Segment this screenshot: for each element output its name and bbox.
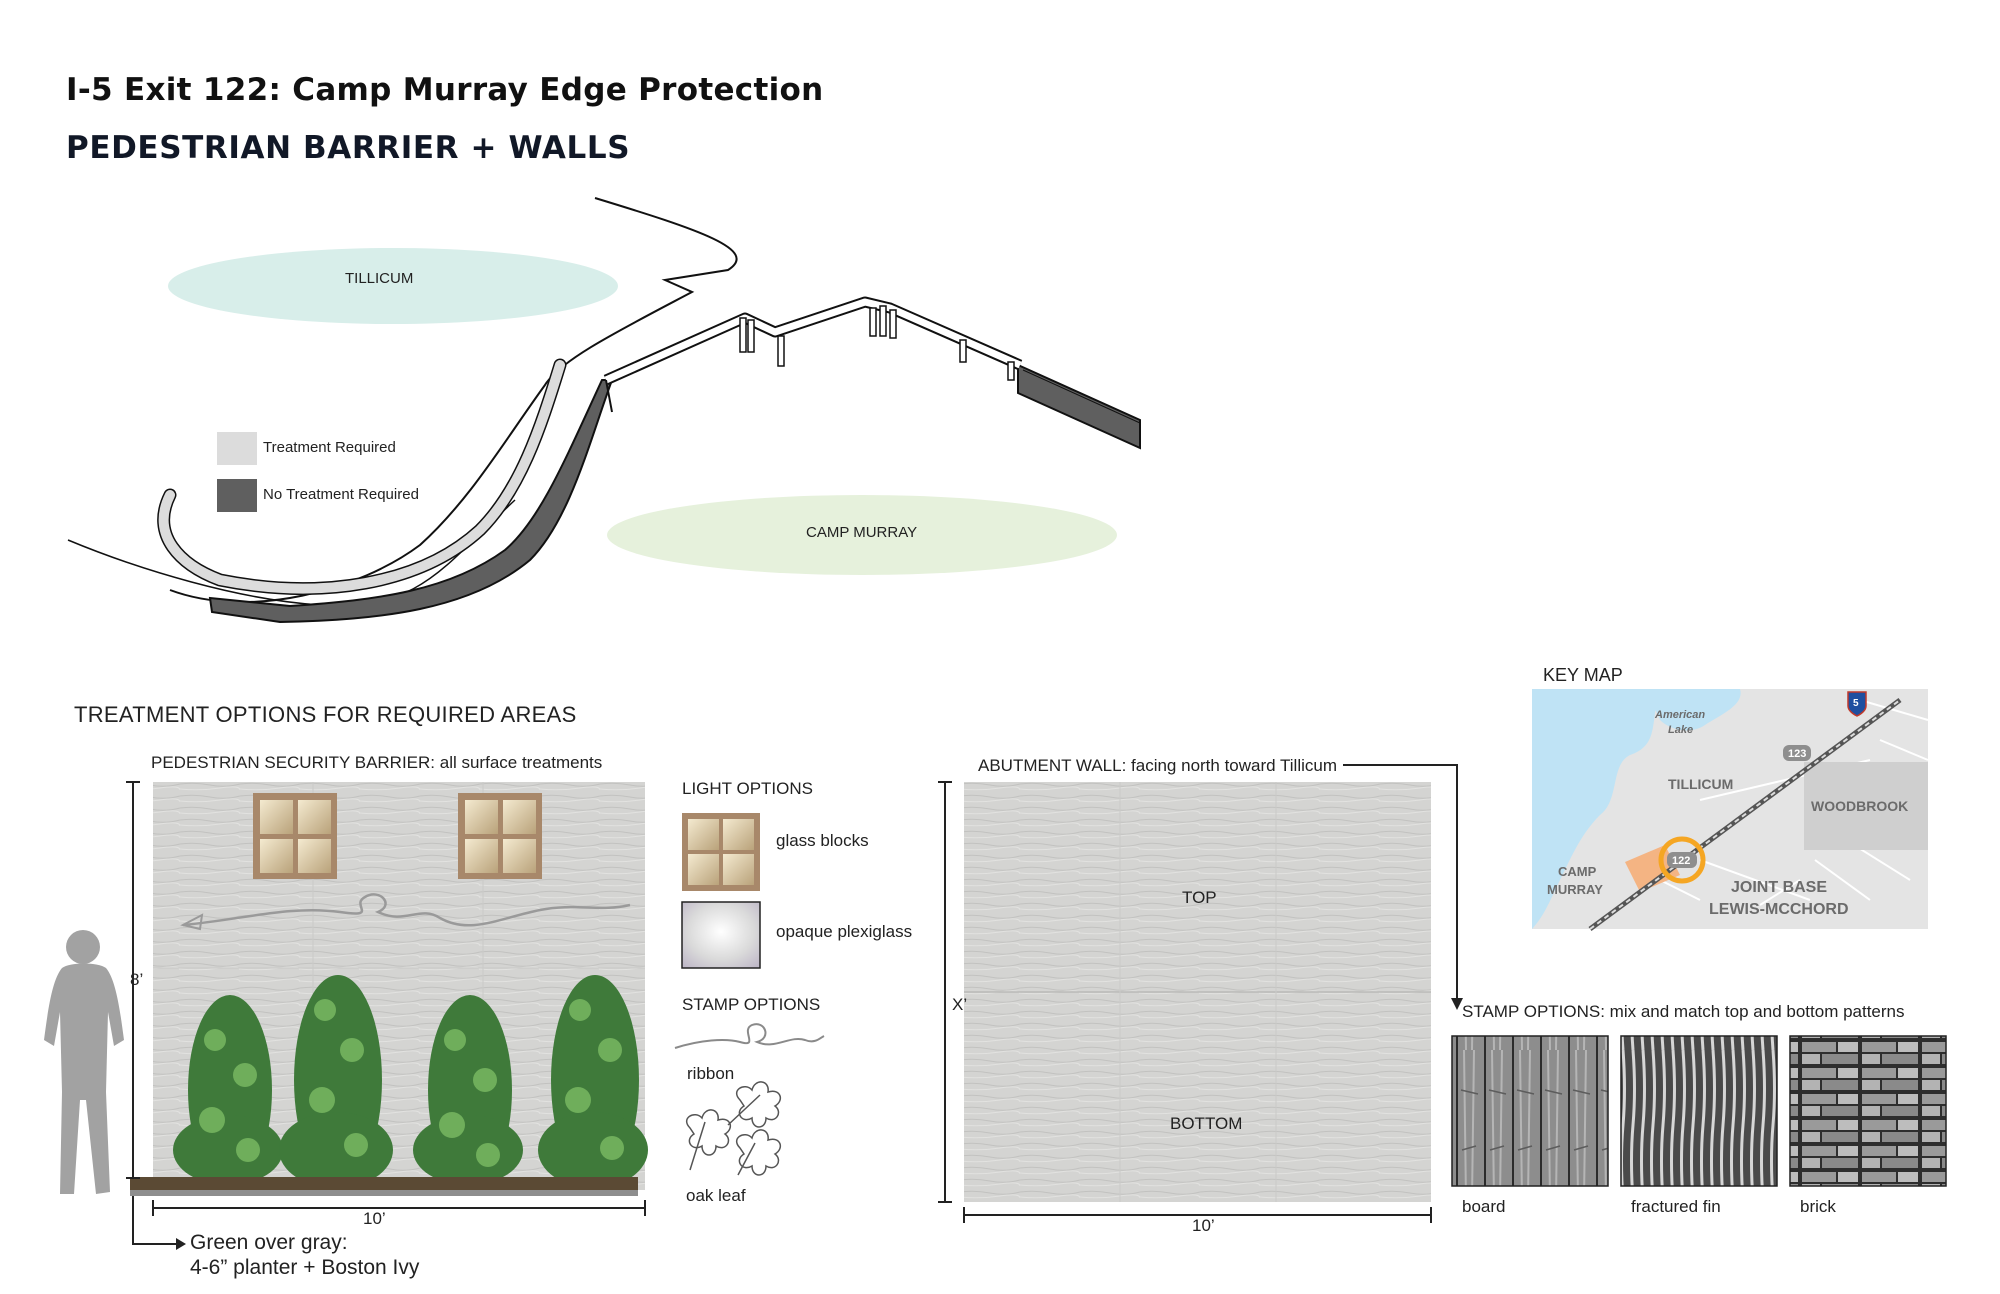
light-option-plexiglass: opaque plexiglass bbox=[776, 922, 913, 941]
legend-label-treatment-required: Treatment Required bbox=[263, 439, 396, 456]
map-label-joint-base: JOINT BASE bbox=[1731, 879, 1827, 896]
barrier-ribbon-stamp bbox=[182, 893, 631, 927]
abutment-title: ABUTMENT WALL: facing north toward Tilli… bbox=[978, 756, 1338, 775]
barrier-glass-block-left bbox=[253, 793, 337, 879]
page-title: I-5 Exit 122: Camp Murray Edge Protectio… bbox=[66, 72, 824, 108]
map-label-camp: CAMP bbox=[1558, 864, 1597, 879]
stamp-fractured-fin-swatch bbox=[1620, 1035, 1778, 1187]
barrier-title: PEDESTRIAN SECURITY BARRIER: all surface… bbox=[151, 753, 603, 772]
page-subtitle: PEDESTRIAN BARRIER + WALLS bbox=[66, 130, 631, 166]
tillicum-zone bbox=[168, 248, 618, 324]
planter-note-line-2: 4-6” planter + Boston Ivy bbox=[190, 1256, 420, 1279]
barrier-width-label: 10’ bbox=[363, 1209, 386, 1228]
label-tillicum: TILLICUM bbox=[345, 270, 414, 287]
map-label-woodbrook: WOODBROOK bbox=[1811, 798, 1908, 814]
stamp-option-oak-leaf: oak leaf bbox=[686, 1186, 746, 1205]
map-label-tillicum: TILLICUM bbox=[1668, 776, 1733, 792]
light-option-plexiglass-swatch bbox=[681, 901, 761, 969]
ribbon-stamp-icon bbox=[674, 1023, 825, 1049]
abutment-bottom-label: BOTTOM bbox=[1170, 1114, 1243, 1133]
stamp-brick-swatch bbox=[1789, 1035, 1947, 1187]
stamp-options-title: STAMP OPTIONS bbox=[682, 995, 821, 1014]
stamp-label-board: board bbox=[1462, 1197, 1506, 1216]
map-label-lake: Lake bbox=[1668, 724, 1693, 736]
abutment-top-label: TOP bbox=[1182, 888, 1217, 907]
no-treatment-wall bbox=[208, 379, 614, 624]
boston-ivy-plants bbox=[173, 975, 648, 1188]
map-label-lewis-mcchord: LEWIS-MCCHORD bbox=[1709, 901, 1849, 918]
stamp-label-brick: brick bbox=[1800, 1197, 1836, 1216]
key-map-title: KEY MAP bbox=[1543, 665, 1623, 685]
abutment-height-label: X’ bbox=[952, 995, 968, 1014]
stamp-option-ribbon: ribbon bbox=[687, 1064, 735, 1083]
interstate-label: 5 bbox=[1853, 698, 1859, 709]
planter-box bbox=[130, 1177, 638, 1191]
exit-122-label: 122 bbox=[1672, 855, 1690, 867]
legend-swatch-treatment-required bbox=[217, 432, 257, 465]
light-option-glass-blocks-swatch bbox=[682, 813, 760, 891]
interstate-5-shield bbox=[1847, 691, 1867, 717]
camp-murray-zone bbox=[607, 495, 1117, 575]
map-label-american: American bbox=[1654, 709, 1705, 721]
legend-swatch-no-treatment bbox=[217, 479, 257, 512]
planter-note-line-1: Green over gray: bbox=[190, 1231, 348, 1254]
exit-122-marker bbox=[1658, 836, 1706, 884]
label-camp-murray: CAMP MURRAY bbox=[806, 524, 918, 541]
treatment-required-wall bbox=[158, 360, 565, 594]
oak-leaf-stamp-icon bbox=[685, 1081, 782, 1176]
light-option-glass-blocks: glass blocks bbox=[776, 831, 869, 850]
person-scale-figure bbox=[44, 930, 124, 1194]
stamp-board-swatch bbox=[1451, 1035, 1609, 1187]
barrier-glass-block-right bbox=[458, 793, 542, 879]
light-options-title: LIGHT OPTIONS bbox=[682, 779, 813, 798]
section-title-treatment: TREATMENT OPTIONS FOR REQUIRED AREAS bbox=[74, 702, 577, 727]
stamp-options-mix-title: STAMP OPTIONS: mix and match top and bot… bbox=[1462, 1002, 1905, 1021]
legend-label-no-treatment: No Treatment Required bbox=[263, 486, 419, 503]
barrier-height-label: 8’ bbox=[130, 970, 144, 989]
abutment-width-label: 10’ bbox=[1192, 1216, 1215, 1235]
key-map bbox=[1532, 689, 1929, 932]
exit-123-label: 123 bbox=[1788, 748, 1806, 760]
map-label-murray: MURRAY bbox=[1547, 882, 1603, 897]
stamp-label-fractured-fin: fractured fin bbox=[1631, 1197, 1721, 1216]
